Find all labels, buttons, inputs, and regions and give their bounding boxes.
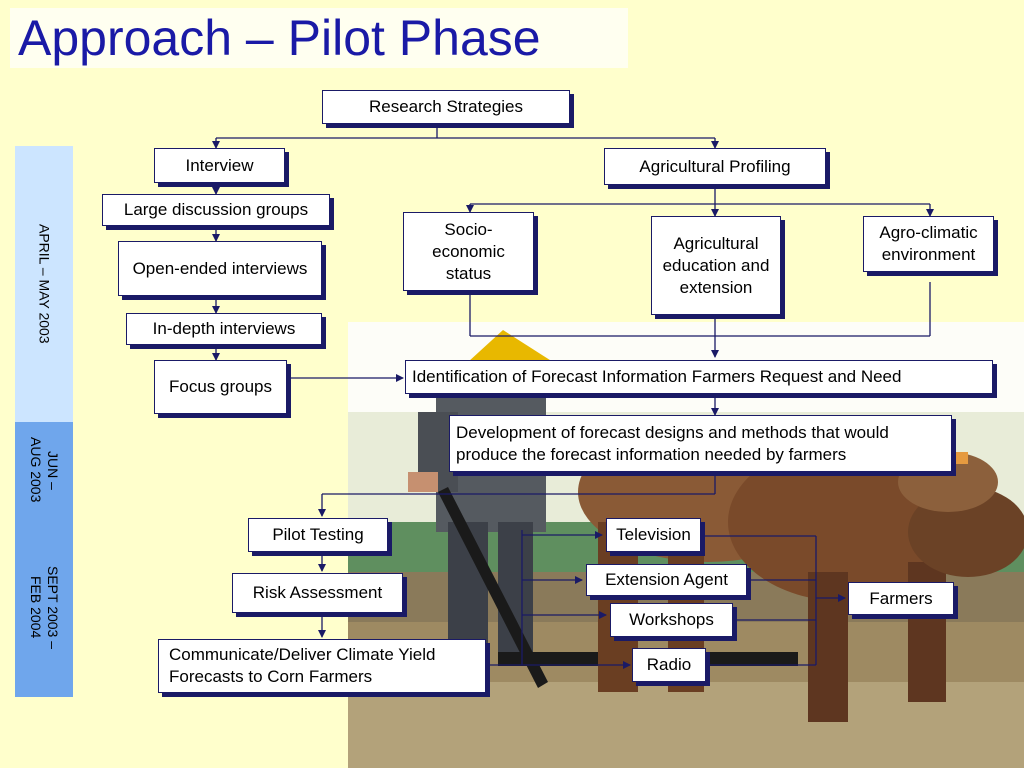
communicate-box: Communicate/Deliver Climate Yield Foreca… <box>158 639 486 693</box>
identification-box: Identification of Forecast Information F… <box>405 360 993 394</box>
risk-assessment-box: Risk Assessment <box>232 573 403 613</box>
agricultural-education-box: Agricultural education and extension <box>651 216 781 315</box>
phase-bar-sept-feb: SEPT 2003 – FEB 2004 <box>15 518 73 697</box>
research-strategies-box: Research Strategies <box>322 90 570 124</box>
phase-label: SEPT 2003 – FEB 2004 <box>28 565 61 650</box>
socio-economic-status-box: Socio-economic status <box>403 212 534 291</box>
workshops-box: Workshops <box>610 603 733 637</box>
farmers-box: Farmers <box>848 582 954 615</box>
agro-climatic-environment-box: Agro-climatic environment <box>863 216 994 272</box>
pilot-testing-box: Pilot Testing <box>248 518 388 552</box>
phase-bar-april-may: APRIL – MAY 2003 <box>15 146 73 422</box>
interview-box: Interview <box>154 148 285 183</box>
development-box: Development of forecast designs and meth… <box>449 415 952 472</box>
in-depth-interviews-box: In-depth interviews <box>126 313 322 345</box>
large-discussion-groups-box: Large discussion groups <box>102 194 330 226</box>
phase-bar-jun-aug: JUN – AUG 2003 <box>15 422 73 518</box>
phase-label: APRIL – MAY 2003 <box>36 224 53 344</box>
phase-label: JUN – AUG 2003 <box>28 437 61 503</box>
radio-box: Radio <box>632 648 706 682</box>
slide-title: Approach – Pilot Phase <box>10 8 628 68</box>
extension-agent-box: Extension Agent <box>586 564 747 596</box>
agricultural-profiling-box: Agricultural Profiling <box>604 148 826 185</box>
television-box: Television <box>606 518 701 552</box>
open-ended-interviews-box: Open-ended interviews <box>118 241 322 296</box>
focus-groups-box: Focus groups <box>154 360 287 414</box>
